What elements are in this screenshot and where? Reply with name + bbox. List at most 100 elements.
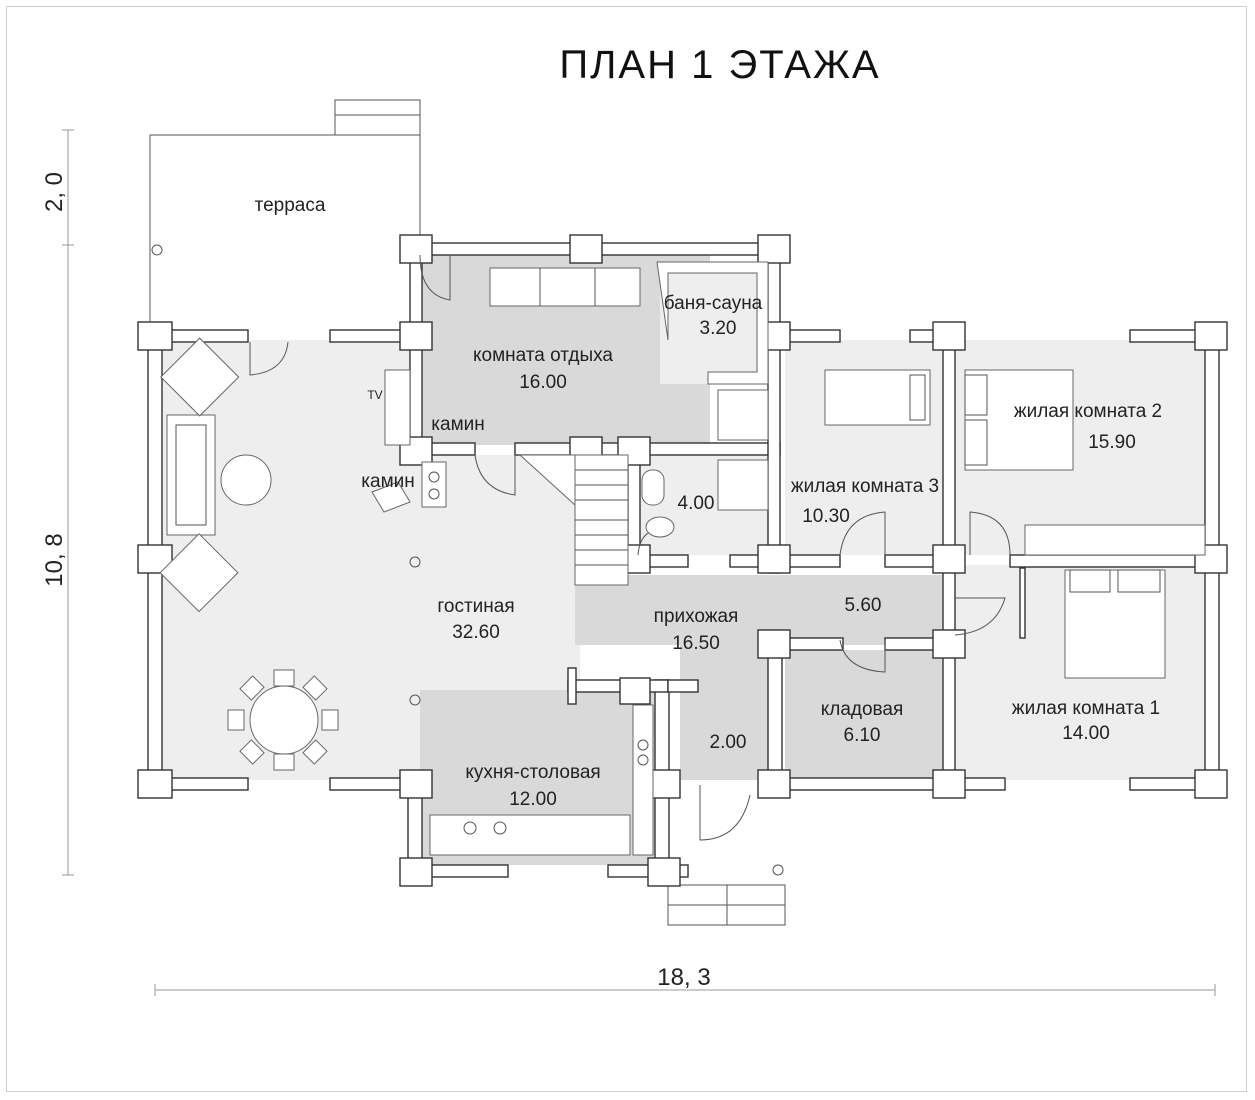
bedroom3-area: 10.30 (802, 506, 850, 527)
log-end (932, 769, 966, 799)
terrace-steps (334, 99, 421, 136)
pantry-fill (785, 650, 945, 780)
fireplace-label-upper: камин (431, 414, 484, 435)
chair (273, 669, 295, 687)
log-end (399, 234, 433, 264)
hall-name: прихожая (654, 606, 739, 627)
log-end (617, 436, 651, 466)
drawing-frame (6, 6, 1247, 1092)
terrace-depth-dimension: 2, 0 (41, 172, 68, 212)
log-end (137, 544, 173, 574)
labels: ПЛАН 1 ЭТАЖА 2, 0 10, 8 18, 3 терраса ко… (41, 43, 1162, 991)
log-end (399, 769, 433, 799)
bathroom-area: 4.00 (678, 493, 715, 514)
dining-table (249, 685, 319, 755)
entrance-door-swing (699, 785, 751, 841)
log-end (1194, 321, 1228, 351)
terrace-outline (149, 99, 421, 330)
wardrobe (1024, 524, 1206, 556)
bedroom3-name: жилая комната 3 (791, 476, 939, 497)
log-end (1194, 769, 1228, 799)
log-end (757, 769, 791, 799)
chair (227, 709, 245, 731)
living-room-extension-fill (420, 455, 580, 695)
wall-segment (767, 637, 783, 789)
log-end (757, 544, 791, 574)
living-room-name: гостиная (437, 596, 514, 617)
log-end (647, 857, 681, 887)
sofa (166, 414, 216, 536)
pantry-name: кладовая (821, 699, 904, 720)
chair (302, 675, 328, 701)
armchair-bottom (159, 533, 239, 613)
chair (239, 675, 265, 701)
sauna-bench (656, 261, 769, 385)
sauna-fill (660, 262, 766, 384)
wall-segment (567, 667, 577, 705)
dimension-lines (62, 129, 1216, 996)
fireplace-label-lower: камин (361, 471, 414, 492)
bedroom1-area: 14.00 (1062, 723, 1110, 744)
tv-unit (384, 369, 411, 446)
kitchen-area: 12.00 (509, 789, 557, 810)
chair (321, 709, 339, 731)
chair (302, 739, 328, 765)
pantry-area: 6.10 (844, 725, 881, 746)
log-end (399, 321, 433, 351)
toilet (645, 516, 675, 538)
sauna-area: 3.20 (700, 318, 737, 339)
kitchen-counter-side (632, 704, 654, 856)
log-end (757, 629, 791, 659)
log-end (137, 321, 173, 351)
log-end (619, 677, 651, 705)
shower-2 (717, 459, 769, 511)
fireplace-unit (421, 461, 447, 508)
bench (489, 267, 641, 307)
tv-label: TV (367, 388, 382, 402)
sink (641, 469, 665, 506)
house-width-dimension: 18, 3 (657, 964, 710, 991)
wall-segment (567, 679, 669, 693)
armchair-top (160, 337, 240, 417)
coffee-table (220, 454, 272, 506)
rest-room-name: комната отдыха (473, 345, 613, 366)
shower (717, 389, 769, 441)
wall-segment (1019, 567, 1026, 639)
log-end (932, 321, 966, 351)
wall-segment (767, 242, 781, 574)
chair (239, 739, 265, 765)
vestibule-fill (680, 640, 770, 780)
wall-segment (767, 777, 956, 791)
wall-segment (667, 679, 699, 693)
log-end (399, 857, 433, 887)
terrace-name: терраса (255, 195, 326, 216)
bed-room1 (1064, 569, 1166, 679)
bedroom2-area: 15.90 (1088, 432, 1136, 453)
terrace-post (151, 244, 163, 256)
bedroom1-name: жилая комната 1 (1012, 698, 1160, 719)
corridor-area: 5.60 (845, 595, 882, 616)
rest-room-area: 16.00 (519, 372, 567, 393)
plan-title: ПЛАН 1 ЭТАЖА (559, 43, 880, 87)
furniture (159, 261, 1206, 856)
fireplace-hearth (371, 481, 411, 513)
hall-area: 16.50 (672, 633, 720, 654)
vestibule-area: 2.00 (710, 732, 747, 753)
log-end (932, 544, 966, 574)
sauna-name: баня-сауна (664, 293, 763, 314)
log-end (569, 234, 603, 264)
log-end (757, 234, 791, 264)
living-room-area: 32.60 (452, 622, 500, 643)
staircase (518, 454, 629, 586)
wall-segment (1009, 554, 1216, 568)
chair (273, 753, 295, 771)
bedroom2-name: жилая комната 2 (1014, 401, 1162, 422)
kitchen-counter (429, 814, 631, 856)
house-depth-dimension: 10, 8 (41, 533, 68, 586)
bed-room3 (824, 369, 931, 426)
kitchen-name: кухня-столовая (465, 762, 600, 783)
porch-post (772, 864, 784, 876)
porch-outline (667, 785, 786, 926)
log-end (137, 769, 173, 799)
